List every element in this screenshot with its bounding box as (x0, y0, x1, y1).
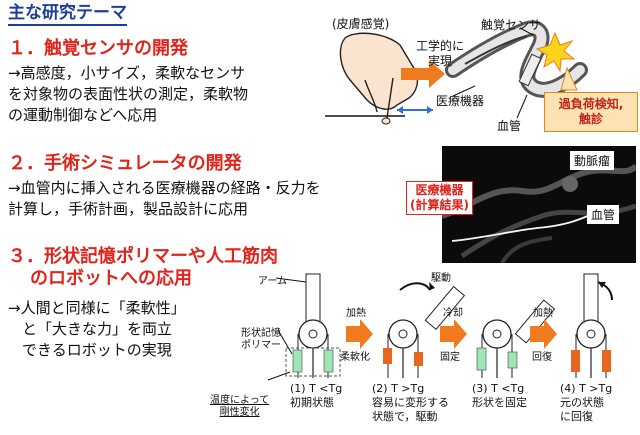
medical-device-label: 医療機器 (436, 94, 485, 108)
joint-step-1 (292, 273, 334, 378)
section3-heading-line: のロボットへの応用 (30, 268, 192, 289)
sim-device-label: 医療機器 (計算結果) (406, 181, 473, 215)
sim-vessel-label: 血管 (587, 205, 620, 224)
temp-bracket (285, 347, 341, 377)
smp-label-line: ポリマー (241, 340, 281, 351)
smp-label: 形状記憶 ポリマー (241, 328, 281, 352)
arm-label: アーム (258, 276, 288, 287)
section1-heading: １．触覚センサの開発 (8, 38, 188, 59)
step-cond: (3) T <Tg (472, 382, 525, 395)
vessel-illustration (445, 20, 588, 98)
step-3-caption: (3) T <Tg 形状を固定 (472, 382, 527, 410)
smp-label-line: 形状記憶 (241, 328, 281, 339)
section2-line: →血管内に挿入される医療機器の経路・反力を (8, 179, 321, 197)
fix-label: 固定 (440, 352, 460, 363)
section2-heading: ２．手術シミュレータの開発 (8, 153, 242, 174)
overload-line: 過負荷検知, (558, 97, 624, 111)
section1-text: →高感度，小サイズ，柔軟なセンサ を対象物の表面性状の測定，柔軟物 の運動制御な… (8, 63, 248, 126)
step-cond: (1) T <Tg (290, 382, 343, 395)
step-cond: (4) T >Tg (560, 382, 613, 395)
section3-text: →人間と同様に「柔軟性」 と「大きな力」を両立 できるロボットの実現 (8, 298, 186, 361)
section1-line: の運動制御などへ応用 (8, 106, 158, 124)
vessel-label: 血管 (497, 119, 522, 133)
sim-device-line: (計算結果) (410, 198, 469, 212)
engineering-label-line: 工学的に (416, 39, 465, 53)
joint-step-2 (383, 282, 466, 378)
heat-arrow-icon (346, 319, 373, 349)
step-desc: 元の状態 (560, 396, 604, 409)
step-desc: 形状を固定 (472, 396, 527, 409)
temp-change-line: 温度によって (210, 395, 270, 406)
section1-line: →高感度，小サイズ，柔軟なセンサ (8, 64, 246, 82)
softening-label: 柔軟化 (340, 352, 370, 363)
aneurysm-label: 動脈瘤 (570, 151, 615, 170)
section3-line: →人間と同様に「柔軟性」 (8, 299, 186, 317)
joint-step-3 (476, 299, 556, 378)
step-desc: 状態で，駆動 (372, 410, 438, 423)
cool-arrow-icon (440, 319, 467, 349)
engineering-label-line: 実現 (428, 54, 453, 68)
callout-pointer (560, 66, 578, 91)
section3-line: と「大きな力」を両立 (22, 320, 173, 338)
step-4-caption: (4) T >Tg 元の状態 に回復 (560, 382, 612, 424)
overload-callout: 過負荷検知, 触診 (544, 92, 638, 132)
orange-arrow-icon (401, 60, 445, 88)
heating2-label: 加熱 (533, 308, 553, 319)
recover-label: 回復 (532, 352, 552, 363)
section1-line: を対象物の表面性状の測定，柔軟物 (8, 85, 249, 103)
section2-line: 計算し，手術計画，製品設計に応用 (8, 200, 249, 218)
tactile-sensor-label: 触覚センサ (481, 18, 542, 32)
step-2-caption: (2) T >Tg 容易に変形する 状態で，駆動 (372, 382, 449, 424)
section3-heading: ３．形状記憶ポリマーや人工筋肉 のロボットへの応用 (8, 246, 278, 290)
double-arrow-icon (397, 106, 433, 114)
section3-line: できるロボットの実現 (22, 341, 172, 359)
temp-change-line: 剛性変化 (219, 407, 260, 418)
tactile-sensor-figure (325, 20, 588, 125)
step-cond: (2) T >Tg (372, 382, 425, 395)
heating-label: 加熱 (346, 308, 366, 319)
step-desc: 容易に変形する (372, 396, 449, 409)
cooling-label: 冷却 (443, 308, 463, 319)
temp-change-label: 温度によって 剛性変化 (210, 395, 269, 419)
robot-joint-figure (267, 273, 613, 381)
skin-sense-label: (皮膚感覚) (332, 17, 390, 31)
engineering-label: 工学的に 実現 (416, 39, 464, 69)
section2-text: →血管内に挿入される医療機器の経路・反力を 計算し，手術計画，製品設計に応用 (8, 178, 321, 220)
step-1-caption: (1) T <Tg 初期状態 (290, 382, 342, 410)
step-desc: に回復 (560, 410, 593, 423)
hand-illustration (325, 32, 419, 125)
section3-heading-line: ３．形状記憶ポリマーや人工筋肉 (8, 246, 278, 267)
heat-arrow-2-icon (530, 319, 557, 349)
sim-device-line: 医療機器 (415, 183, 464, 197)
drive-label: 駆動 (431, 273, 451, 284)
overload-line: 触診 (578, 112, 603, 126)
step-desc: 初期状態 (290, 396, 334, 409)
page-title: 主な研究テーマ (8, 2, 127, 26)
joint-step-4 (571, 273, 613, 378)
